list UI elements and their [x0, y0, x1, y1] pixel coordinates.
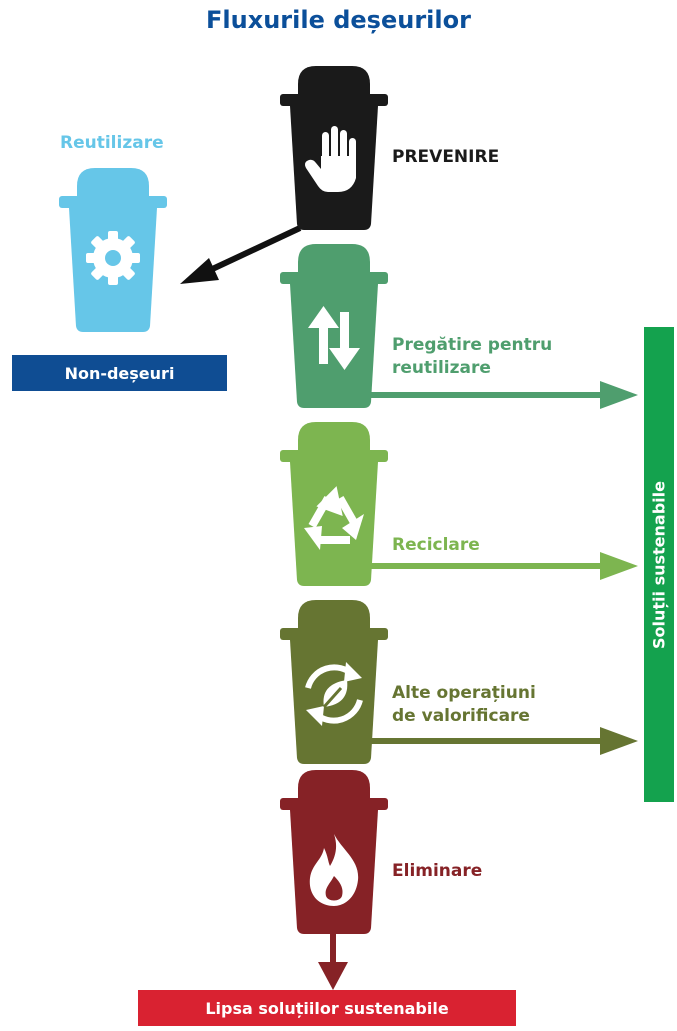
non-deseuri-box: Non-deșeuri: [12, 355, 227, 391]
recycle-icon: [304, 486, 364, 550]
bin-valorificare: [280, 600, 388, 764]
bin-eliminare: [280, 770, 388, 934]
up-down-arrows-icon: [308, 306, 360, 370]
non-deseuri-label: Non-deșeuri: [64, 363, 175, 383]
label-reciclare: Reciclare: [392, 535, 480, 555]
fire-icon: [309, 834, 359, 906]
label-pregatire-pentru-reutilizare: Pregătire pentru reutilizare: [392, 335, 553, 378]
solutii-sustenabile-label: Soluții sustenabile: [649, 480, 669, 649]
arrow-pregatire: [370, 381, 638, 409]
label-reutilizare: Reutilizare: [60, 133, 164, 153]
label-eliminare: Eliminare: [392, 861, 483, 881]
label-prevenire: PREVENIRE: [392, 147, 500, 167]
diagram-title: Fluxurile deșeurilor: [206, 6, 471, 34]
arrow-valorificare: [370, 727, 638, 755]
label-alte-operatiuni-de-valorificare: Alte operațiuni de valorificare: [392, 683, 536, 726]
lipsa-solutiilor-label: Lipsa soluțiilor sustenabile: [205, 998, 449, 1018]
gear-icon: [86, 231, 140, 285]
arrow-prevenire-reutilizare: [180, 225, 302, 284]
lipsa-solutiilor-box: Lipsa soluțiilor sustenabile: [138, 990, 516, 1026]
hand-icon: [305, 126, 356, 192]
arrow-reciclare: [370, 552, 638, 580]
solutii-sustenabile-bar: Soluții sustenabile: [644, 327, 674, 802]
leaf-cycle-icon: [305, 662, 363, 726]
